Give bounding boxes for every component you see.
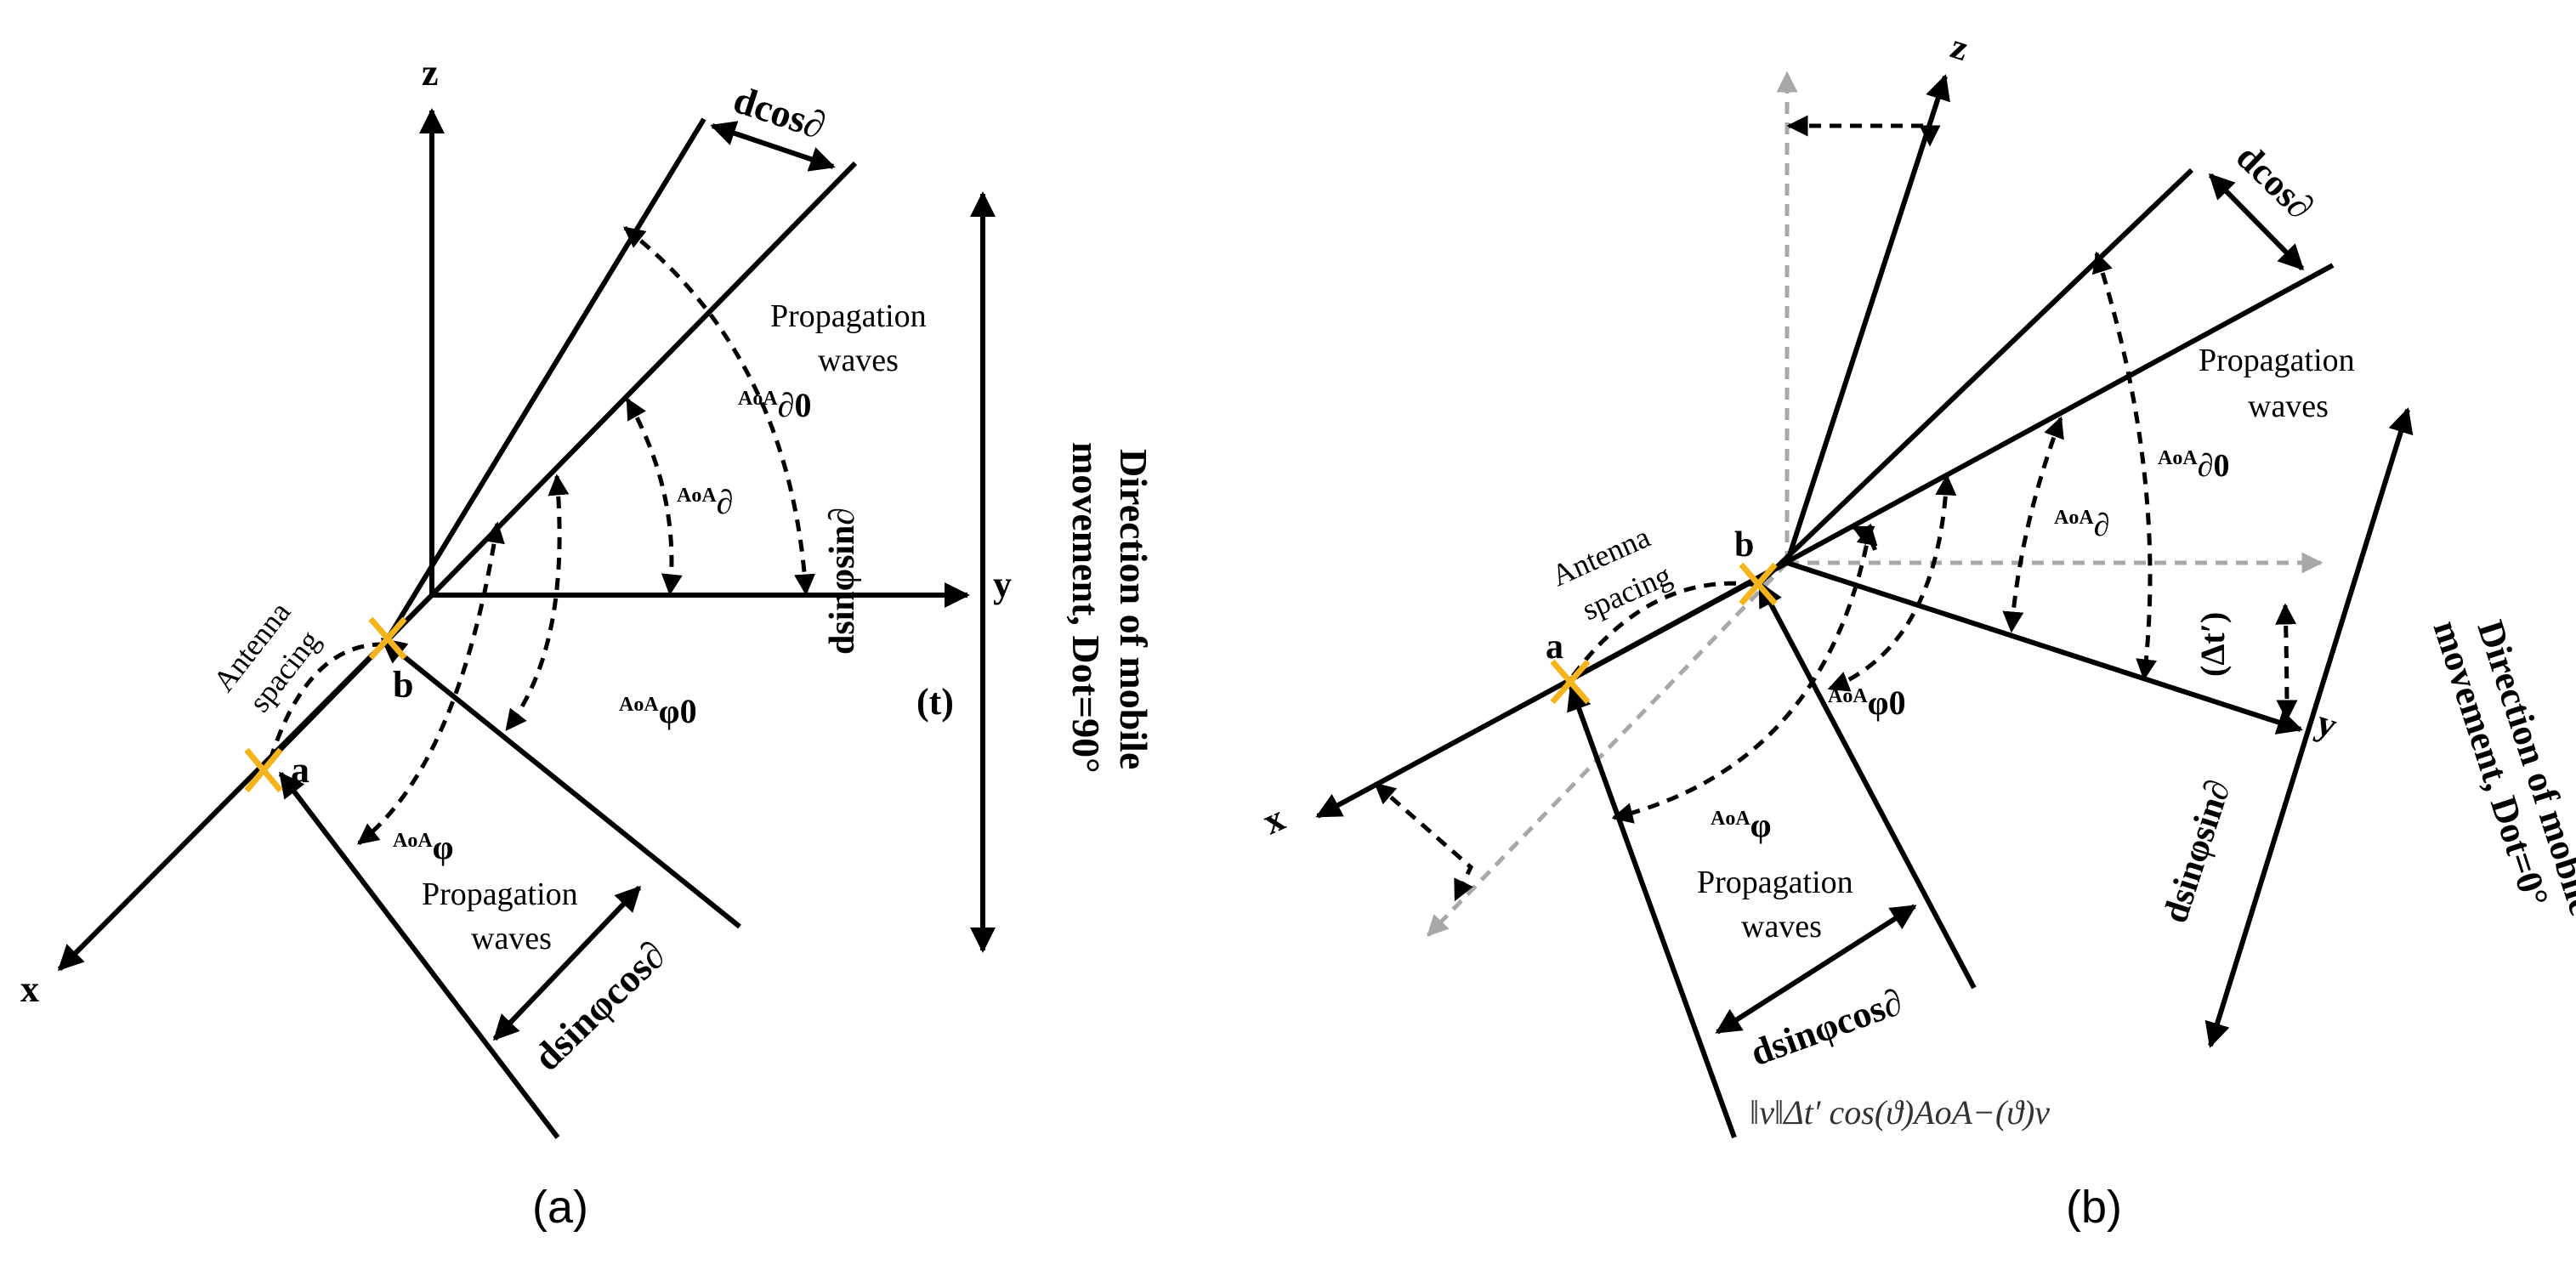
aoa-phi-label: AoAφ xyxy=(393,828,454,866)
caption-a: (a) xyxy=(532,1182,588,1233)
arc-aoa-phi xyxy=(1611,523,1878,824)
aoa-phi-label: AoAφ xyxy=(1711,806,1772,844)
antenna-a-label: a xyxy=(291,749,309,791)
aoa-d0-label: AoA∂0 xyxy=(738,386,811,424)
axis-z-label: z xyxy=(1946,27,1973,70)
ray-bottom-2 xyxy=(1567,684,1737,1139)
dsincos-arrow xyxy=(1715,904,1917,1035)
panel-b: z y x dcos∂ Propagation waves AoA∂0 AoA∂… xyxy=(1257,27,2576,1233)
aoa-phi0-label: AoAφ0 xyxy=(1828,684,1906,722)
antenna-b-cross xyxy=(1739,562,1778,606)
axis-z-label: z xyxy=(422,52,439,94)
aoa-d-label: AoA∂ xyxy=(677,483,733,521)
axis-x-label: x xyxy=(20,968,39,1010)
prop-bottom-line2: waves xyxy=(1741,909,1822,944)
dcos-label: dcos∂ xyxy=(2228,136,2321,228)
arc-aoa-d xyxy=(625,397,683,596)
arc-aoa-d0 xyxy=(623,226,816,596)
arc-aoa-phi0 xyxy=(505,474,570,731)
prop-top-line2: waves xyxy=(2248,389,2329,424)
arc-aoa-phi xyxy=(357,521,505,845)
formula-label: ‖v‖Δt′ cos(ϑ)AoA−(ϑ)v xyxy=(1750,1093,2050,1132)
arc-aoa-d xyxy=(2002,416,2064,633)
axis-z-line xyxy=(1784,74,1950,564)
arc-delta-t xyxy=(2275,603,2298,722)
t-label: (t) xyxy=(916,681,954,723)
antenna-a-cross xyxy=(244,747,283,793)
x-rotation-arrow xyxy=(1374,782,1474,902)
dcos-arrow xyxy=(710,121,836,172)
prop-top-line2: waves xyxy=(818,343,899,378)
antenna-a-cross xyxy=(1550,659,1591,705)
z-rotation-arrow xyxy=(1786,115,1941,147)
prop-top-line1: Propagation xyxy=(2199,343,2355,378)
arc-aoa-phi-top xyxy=(1851,525,1878,552)
prop-bottom-line1: Propagation xyxy=(1697,865,1853,900)
movement-arrow xyxy=(2204,407,2414,1048)
ray-top-2 xyxy=(254,161,858,776)
arc-antenna xyxy=(266,642,385,766)
antenna-b-cross xyxy=(368,616,407,661)
panel-a: z y x dcos∂ Propagation waves AoA∂0 AoA∂… xyxy=(20,52,1155,1233)
antenna-b-label: b xyxy=(1734,525,1754,564)
axis-x-label: x xyxy=(1257,797,1291,842)
delta-t-label: (Δt′) xyxy=(2193,612,2232,677)
aoa-d-label: AoA∂ xyxy=(2054,507,2109,543)
dsinsin-label: dsinφsin∂ xyxy=(823,508,862,655)
dsincos-arrow xyxy=(492,885,642,1041)
prop-bottom-line1: Propagation xyxy=(422,876,578,912)
caption-b: (b) xyxy=(2066,1182,2122,1233)
dcos-arrow xyxy=(2208,173,2305,271)
antenna-a-label: a xyxy=(1546,627,1563,667)
direction-line1: Direction of mobile xyxy=(1112,449,1155,769)
axis-y-label: y xyxy=(993,564,1012,605)
dsincos-label: dsinφcos∂ xyxy=(1745,981,1909,1075)
prop-bottom-line2: waves xyxy=(471,921,552,956)
arc-antenna xyxy=(1569,581,1757,680)
aoa-phi0-label: AoAφ0 xyxy=(619,692,697,730)
arc-aoa-d0 xyxy=(2091,251,2158,681)
dsinsin-label: dsinφsin∂ xyxy=(2156,775,2238,927)
ray-bottom-2 xyxy=(278,771,560,1139)
prop-top-line1: Propagation xyxy=(770,298,927,334)
antenna-b-label: b xyxy=(393,664,413,706)
direction-line2: movement, Dot=90° xyxy=(1064,442,1108,774)
aoa-d0-label: AoA∂0 xyxy=(2158,447,2229,484)
